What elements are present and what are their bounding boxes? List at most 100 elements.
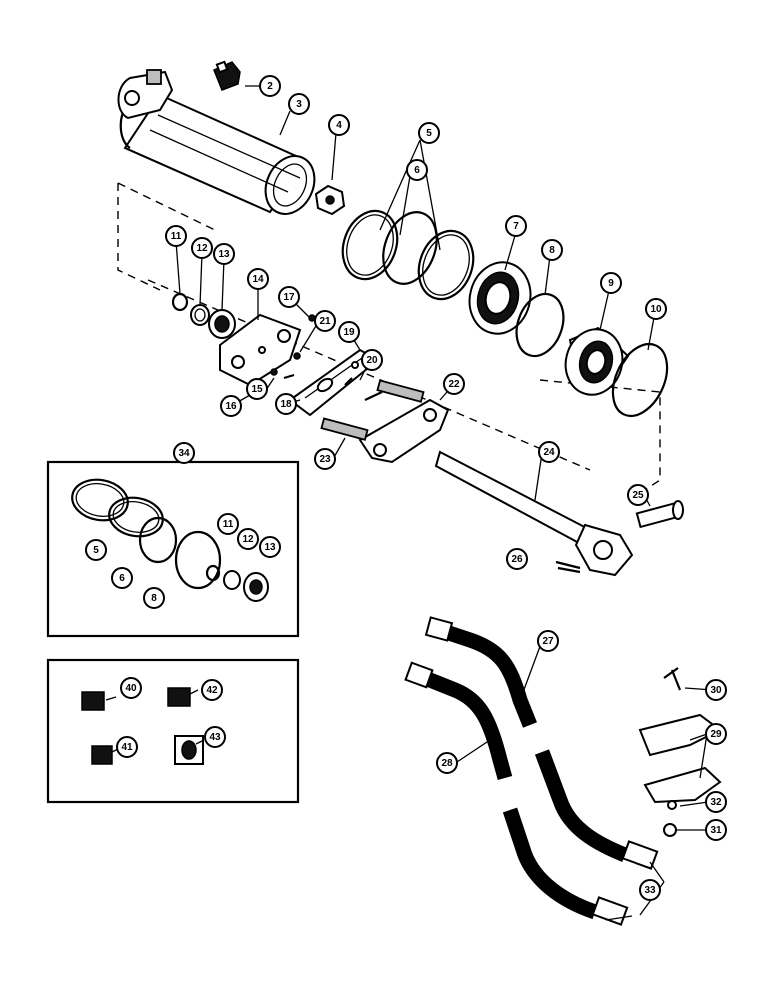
callout-circle [217, 513, 239, 535]
callout-circle [143, 587, 165, 609]
callout-32: 32 [705, 791, 727, 813]
callout-circle [246, 378, 268, 400]
callout-circle [418, 122, 440, 144]
callout-24: 24 [538, 441, 560, 463]
callout-label: 27 [542, 636, 554, 647]
piston-part [468, 261, 532, 335]
callout-circle [191, 237, 213, 259]
callout-label: 9 [608, 278, 614, 289]
callout-15: 15 [246, 378, 268, 400]
hydraulic-cylinder-barrel [117, 69, 316, 215]
callout-label: 26 [511, 554, 523, 565]
callout-label: 2 [267, 81, 273, 92]
callout-26: 26 [506, 548, 528, 570]
callout-label: 19 [343, 327, 355, 338]
callout-circle [173, 442, 195, 464]
callout-label: 23 [319, 454, 331, 465]
callout-circle [705, 791, 727, 813]
callout-label: 8 [151, 593, 157, 604]
callout-16: 16 [220, 395, 242, 417]
callout-3: 3 [288, 93, 310, 115]
callout-label: 30 [710, 685, 722, 696]
callout-40: 40 [120, 677, 142, 699]
callout-circle [436, 752, 458, 774]
callout-circle [275, 393, 297, 415]
callout-circle [705, 723, 727, 745]
callout-13: 13 [259, 536, 281, 558]
callout-label: 8 [549, 245, 555, 256]
callout-17: 17 [278, 286, 300, 308]
callout-30: 30 [705, 679, 727, 701]
callout-20: 20 [361, 349, 383, 371]
o-ring-part [515, 292, 565, 358]
callout-label: 5 [93, 545, 99, 556]
callout-circle [705, 679, 727, 701]
callout-label: 12 [242, 534, 254, 545]
leader-lines [105, 85, 714, 921]
callout-label: 15 [251, 384, 263, 395]
callout-5: 5 [418, 122, 440, 144]
callout-14: 14 [247, 268, 269, 290]
callout-circle [314, 310, 336, 332]
callout-circle [201, 679, 223, 701]
callout-31: 31 [705, 819, 727, 841]
callout-41: 41 [116, 736, 138, 758]
callout-label: 25 [632, 490, 644, 501]
callout-29: 29 [705, 723, 727, 745]
callout-circle [627, 484, 649, 506]
callout-label: 29 [710, 729, 722, 740]
callout-circle [505, 215, 527, 237]
callout-label: 20 [366, 355, 378, 366]
callout-11: 11 [217, 513, 239, 535]
link-plate-part [288, 348, 380, 417]
callout-13: 13 [213, 243, 235, 265]
callout-label: 41 [121, 742, 133, 753]
callout-33: 33 [639, 879, 661, 901]
grease-fitting-part [213, 60, 241, 91]
callout-circle [259, 75, 281, 97]
callout-label: 12 [196, 243, 208, 254]
bracket-assembly-part [320, 379, 450, 464]
bolt-part [364, 391, 383, 401]
callout-label: 32 [710, 797, 722, 808]
callout-circle [213, 243, 235, 265]
callout-circle [120, 677, 142, 699]
callout-circle [600, 272, 622, 294]
callout-label: 34 [178, 448, 190, 459]
small-seal-set [171, 292, 236, 339]
callout-circle [278, 286, 300, 308]
callout-circle [705, 819, 727, 841]
callout-22: 22 [443, 373, 465, 395]
pin-part [635, 500, 684, 529]
callout-19: 19 [338, 321, 360, 343]
cotter-pin-part [555, 560, 581, 574]
fittings-parts [81, 687, 204, 765]
callout-6: 6 [111, 567, 133, 589]
callout-circle [406, 159, 428, 181]
top-ring-set [341, 209, 475, 301]
callout-label: 10 [650, 304, 662, 315]
callout-circle [259, 536, 281, 558]
callout-43: 43 [204, 726, 226, 748]
callout-label: 6 [414, 165, 420, 176]
callout-28: 28 [436, 752, 458, 774]
callout-circle [85, 539, 107, 561]
retaining-ring-part [611, 342, 669, 418]
callout-label: 14 [252, 274, 264, 285]
callout-label: 21 [319, 316, 331, 327]
callout-9: 9 [600, 272, 622, 294]
hydraulic-hoses [404, 616, 659, 926]
callout-circle [537, 630, 559, 652]
callout-circle [314, 448, 336, 470]
callout-27: 27 [537, 630, 559, 652]
callout-42: 42 [201, 679, 223, 701]
clamp-parts [638, 667, 722, 837]
seal-kit-parts [71, 478, 269, 602]
callout-23: 23 [314, 448, 336, 470]
callout-label: 7 [513, 221, 519, 232]
callout-label: 5 [426, 128, 432, 139]
callout-21: 21 [314, 310, 336, 332]
callout-12: 12 [191, 237, 213, 259]
callout-8: 8 [143, 587, 165, 609]
callout-label: 43 [209, 732, 221, 743]
